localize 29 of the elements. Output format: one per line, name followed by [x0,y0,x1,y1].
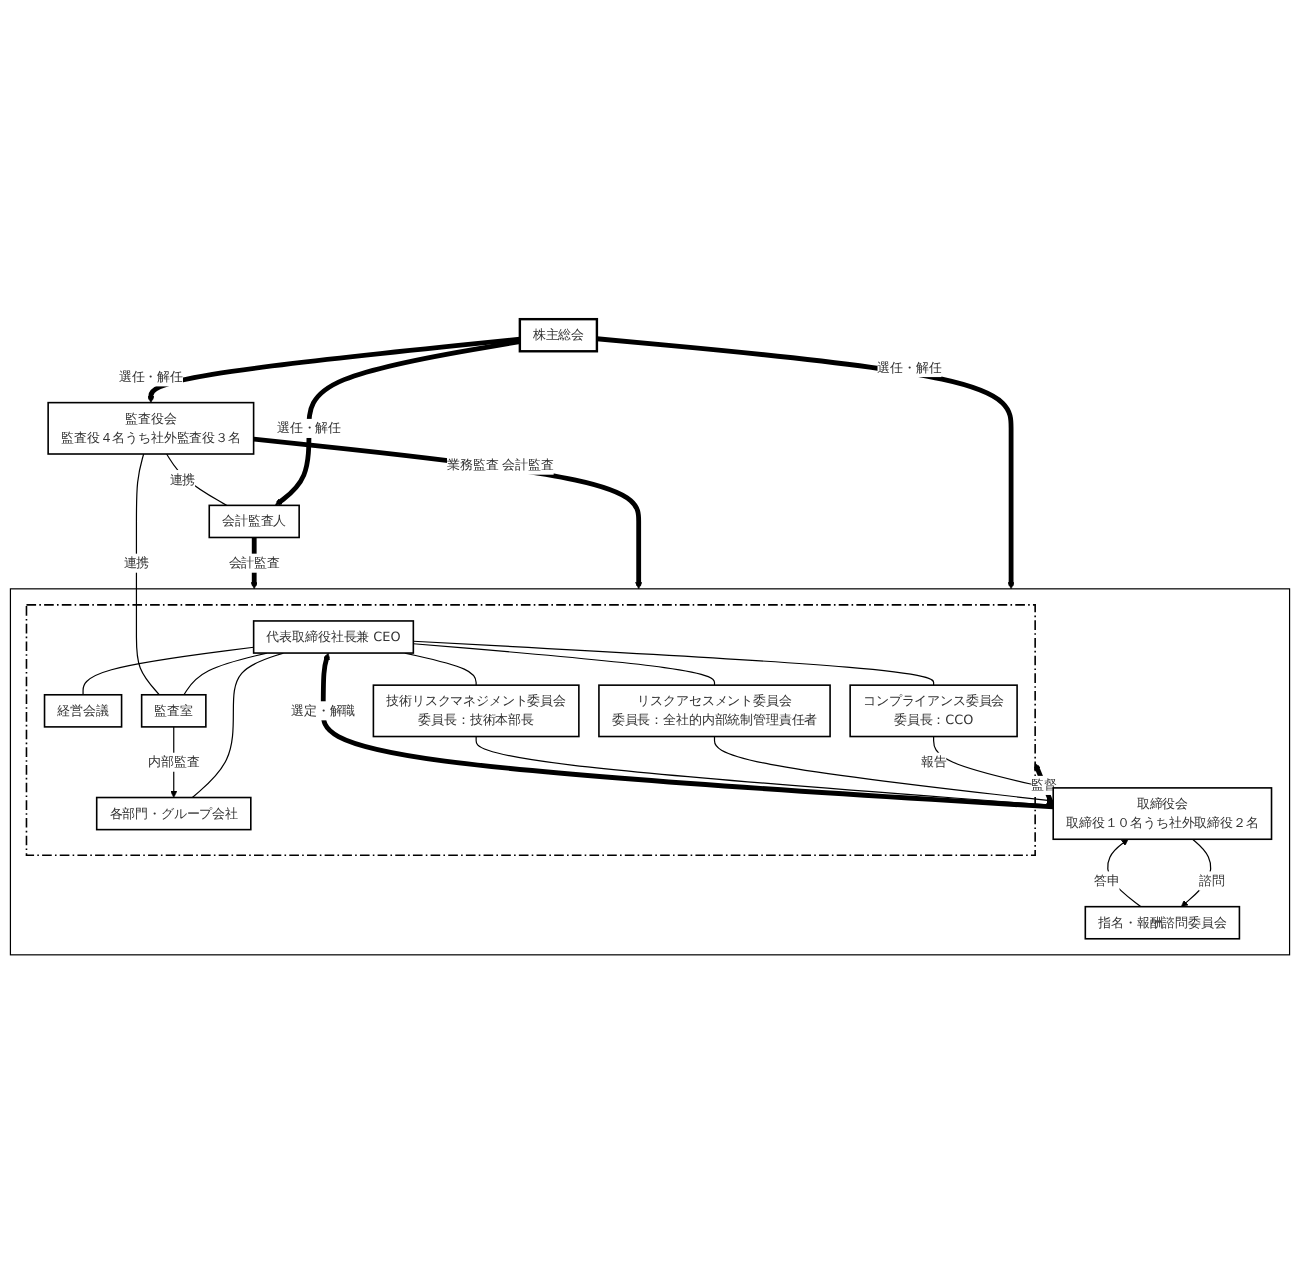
node-box [43,694,123,728]
node-box [372,684,580,738]
connector [191,652,285,799]
node-box [208,504,300,539]
node-box [1052,787,1273,841]
connector [412,643,716,686]
node-box [518,317,599,353]
node-box [252,620,415,654]
arrow [475,735,1054,809]
arrow [253,436,643,590]
cluster [9,588,1291,956]
arrow [1107,838,1142,908]
node-box [598,684,831,738]
node-box [849,684,1018,738]
node-box [140,694,207,728]
node-box [95,796,252,831]
connector [166,453,228,506]
arrow [596,336,1015,590]
node-box [47,401,255,455]
node-box [1084,905,1241,940]
arrow [147,336,521,403]
connector [135,453,160,696]
arrow [274,339,521,506]
arrow [1034,762,1056,809]
arrow [320,652,1054,810]
arrow [713,735,1054,804]
connector [412,640,935,686]
cluster [25,604,1036,857]
connector [82,646,255,696]
